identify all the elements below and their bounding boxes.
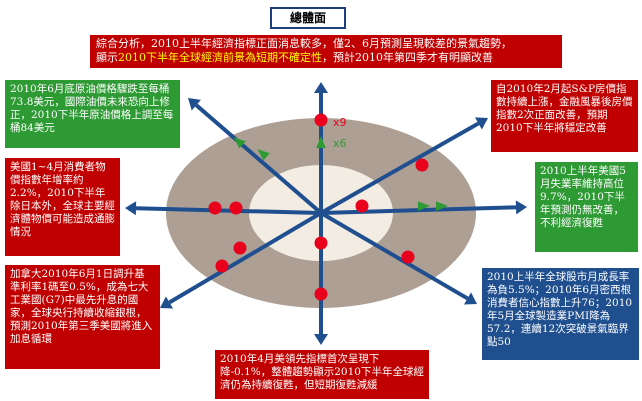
red-dot-south-west-1 xyxy=(233,241,247,255)
summary-line-1: 綜合分析，2010上半年經濟指標正面消息較多，僅2、6月預測呈現較差的景氣趨勢， xyxy=(96,37,512,50)
axis-arrowhead-west xyxy=(125,201,137,216)
green-arrow-north-west-2 xyxy=(257,149,270,161)
leading-indicator-box: 2010年4月美領先指標首次呈現下降-0.1%，整體趨勢顯示2010下半年全球經… xyxy=(215,350,429,399)
axis-line-west xyxy=(135,206,322,215)
axis-arrowhead-north xyxy=(314,82,328,93)
axis-arrowhead-north-west xyxy=(188,98,201,111)
axis-arrowhead-south xyxy=(314,334,328,345)
green-arrow-north-west-1 xyxy=(233,137,246,149)
consumer-price-box: 美國1~4月消費者物價指數年增率約2.2%，2010下半年除日本外，全球主要經濟… xyxy=(5,158,120,256)
axis-arrowhead-east xyxy=(515,200,527,215)
red-dot-north-east-1 xyxy=(415,158,429,172)
axis-arrowhead-south-west xyxy=(160,296,174,309)
red-dot-south-2 xyxy=(314,287,328,301)
axis-label-x6: x6 xyxy=(333,137,347,150)
summary-highlight: 2010下半年全球經濟前景為短期不確定性 xyxy=(118,51,322,64)
axis-arrowhead-north-east xyxy=(474,117,488,130)
red-dot-west-2 xyxy=(229,201,243,215)
axis-line-north-east xyxy=(320,121,480,215)
interest-rate-box: 加拿大2010年6月1日調升基準利率1碼至0.5%，成為七大工業國(G7)中最先… xyxy=(5,265,160,369)
red-dot-south-west-2 xyxy=(215,259,229,273)
axis-line-north-west xyxy=(195,103,323,215)
red-dot-east-1 xyxy=(355,199,369,213)
summary-line-2: 顯示2010下半年全球經濟前景為短期不確定性，預計2010年第四季才有明顯改善 xyxy=(96,51,556,65)
summary-box: 綜合分析，2010上半年經濟指標正面消息較多，僅2、6月預測呈現較差的景氣趨勢，… xyxy=(90,35,562,68)
sp-housing-box: 自2010年2月起S&P房價指數持續上漲，金融風暴後房價指數2次正面改善，預期2… xyxy=(491,80,638,152)
red-dot-north-1 xyxy=(314,113,328,127)
diagram-title: 總體面 xyxy=(270,7,346,29)
green-arrow-east-1 xyxy=(417,201,430,211)
unemployment-box: 2010上半年美國5月失業率維持高位9.7%，2010下半年預測仍無改善，不利經… xyxy=(535,162,638,252)
red-dot-south-east-1 xyxy=(401,250,415,264)
axis-label-x9: x9 xyxy=(333,116,347,129)
axis-arrowhead-south-east xyxy=(463,292,477,305)
red-dot-south-1 xyxy=(314,236,328,250)
green-arrow-east-2 xyxy=(435,201,448,211)
green-arrow-north-1 xyxy=(316,136,326,148)
summary-suffix: ，預計2010年第四季才有明顯改善 xyxy=(322,51,493,64)
axis-line-south-west xyxy=(168,211,323,305)
red-dot-west-1 xyxy=(208,201,222,215)
oil-price-box: 2010年6月底原油價格驟跌至每桶73.8美元，國際油價未來恐向上修正，2010… xyxy=(5,80,180,148)
summary-prefix: 顯示 xyxy=(96,51,118,64)
axis-line-south-east xyxy=(319,211,469,301)
stock-market-box: 2010上半年全球股市月成長率為負5.5%；2010年6月密西根消費者信心指數上… xyxy=(482,268,639,360)
